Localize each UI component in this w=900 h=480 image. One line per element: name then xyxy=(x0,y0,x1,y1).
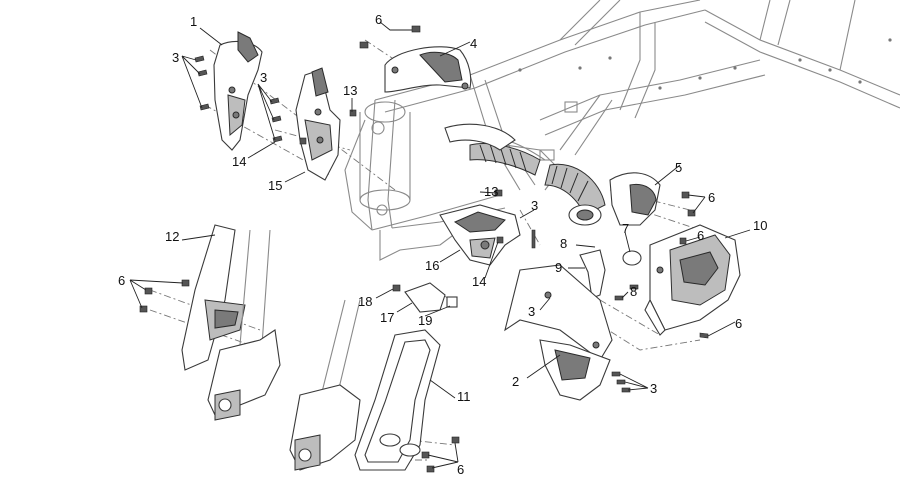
screw-icon xyxy=(197,69,208,77)
callout-16: 16 xyxy=(425,258,439,273)
callout-11: 11 xyxy=(457,389,471,404)
callout-13-upper: 13 xyxy=(343,83,357,98)
screw-icon xyxy=(681,191,690,199)
callout-9: 9 xyxy=(555,260,562,275)
screw-icon xyxy=(679,237,687,245)
screw-icon xyxy=(531,229,536,249)
callout-14-center: 14 xyxy=(472,274,486,289)
screw-icon xyxy=(451,436,460,444)
screw-icon xyxy=(199,103,210,111)
part-10-large-cover xyxy=(644,224,741,336)
part-17-clip xyxy=(404,282,446,313)
screw-icon xyxy=(299,137,307,145)
callout-13-center: 13 xyxy=(484,184,498,199)
callout-3-upper: 3 xyxy=(260,70,267,85)
callout-14-left: 14 xyxy=(232,154,246,169)
part-7-cap xyxy=(622,250,642,266)
part-11-right-fork-guard xyxy=(354,329,441,471)
part-1-left-cover xyxy=(213,31,263,151)
right-fork-leg xyxy=(289,299,361,471)
callout-leader-lines xyxy=(129,21,751,469)
callout-15: 15 xyxy=(268,178,282,193)
screw-icon xyxy=(349,109,357,117)
screw-icon xyxy=(411,25,421,33)
part-16-center-bracket xyxy=(439,204,521,266)
callout-3-lower-right: 3 xyxy=(650,381,657,396)
screw-icon xyxy=(269,97,280,105)
frame-rivets xyxy=(518,38,892,90)
part-4-top-cover xyxy=(384,46,472,93)
screw-icon xyxy=(699,332,709,339)
callout-numbers: 1 2 3 3 3 3 3 4 5 6 6 6 6 6 6 7 8 8 9 10… xyxy=(118,12,767,477)
screw-icon xyxy=(611,371,621,377)
callout-7: 7 xyxy=(622,221,629,236)
screw-icon xyxy=(272,135,283,143)
callout-6-right-lower: 6 xyxy=(735,316,742,331)
screw-icon xyxy=(392,284,401,292)
screw-icon xyxy=(614,295,624,301)
callout-2: 2 xyxy=(512,374,519,389)
screw-icon xyxy=(421,451,430,459)
part-2-side-panel xyxy=(504,264,613,401)
callout-10: 10 xyxy=(753,218,767,233)
callout-8-upper: 8 xyxy=(560,236,567,251)
screw-icon xyxy=(616,379,626,385)
callout-6-right-mid: 6 xyxy=(697,228,704,243)
screw-icon xyxy=(144,287,153,295)
part-19-pad xyxy=(446,296,458,308)
callout-17: 17 xyxy=(380,310,394,325)
callout-18: 18 xyxy=(358,294,372,309)
left-fork-leg xyxy=(207,229,281,421)
part-12-left-fork-guard xyxy=(181,224,246,371)
screw-icon xyxy=(139,305,148,313)
intake-duct xyxy=(444,123,606,226)
callout-6-bottom: 6 xyxy=(457,462,464,477)
screw-icon xyxy=(496,236,504,244)
part-5-right-cover xyxy=(609,172,661,226)
screw-icon xyxy=(194,55,205,63)
callout-12: 12 xyxy=(165,229,179,244)
part-15-bracket xyxy=(295,67,341,181)
screw-icon xyxy=(629,284,639,290)
screw-icon xyxy=(687,209,696,217)
callout-3-panel: 3 xyxy=(528,304,535,319)
callout-6-top: 6 xyxy=(375,12,382,27)
screw-icon xyxy=(181,279,190,287)
callout-3-center: 3 xyxy=(531,198,538,213)
callout-5: 5 xyxy=(675,160,682,175)
callout-6-left: 6 xyxy=(118,273,125,288)
callout-3-top-left: 3 xyxy=(172,50,179,65)
callout-6-right-upper: 6 xyxy=(708,190,715,205)
callout-4: 4 xyxy=(470,36,477,51)
callout-19: 19 xyxy=(418,313,432,328)
screw-icon xyxy=(426,465,435,473)
callout-8-lower: 8 xyxy=(630,284,637,299)
screw-icon xyxy=(359,41,369,49)
callout-1: 1 xyxy=(190,14,197,29)
part-9-bracket xyxy=(579,249,606,299)
screw-icon xyxy=(271,115,282,123)
